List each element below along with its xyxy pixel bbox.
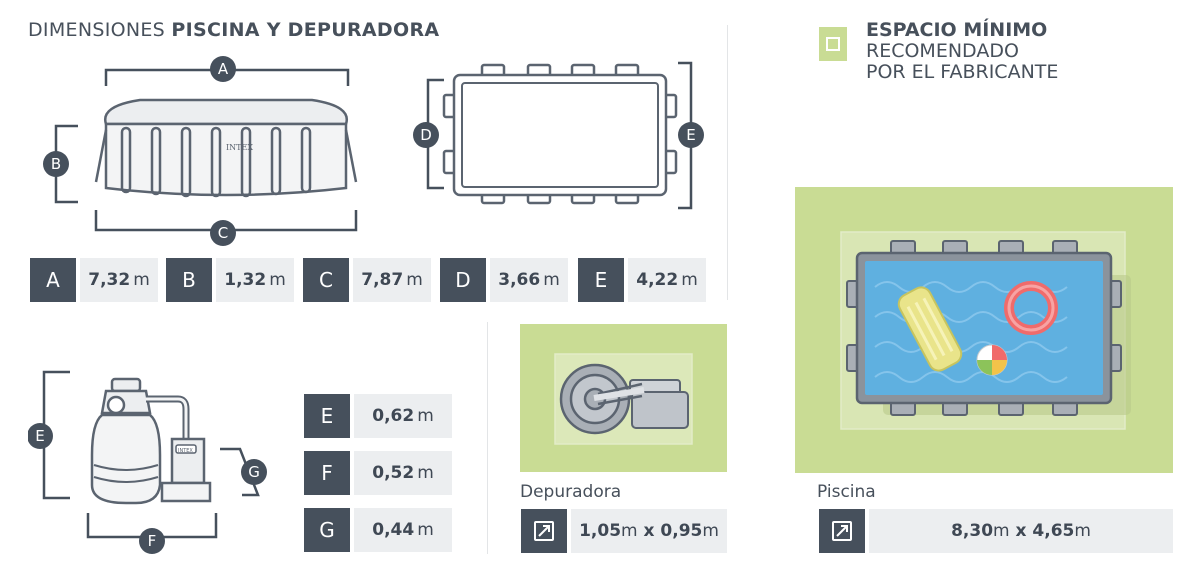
title-bold: PISCINA Y DEPURADORA xyxy=(171,19,440,41)
legend-line-2: RECOMENDADO xyxy=(866,40,1019,62)
resize-diagonal-icon xyxy=(832,521,852,541)
dim-a-letter: A xyxy=(30,258,76,302)
legend-square-icon xyxy=(826,37,840,51)
pool-brand-label: INTEX xyxy=(226,143,253,152)
svg-text:D: D xyxy=(420,126,432,144)
svg-text:A: A xyxy=(218,60,229,78)
marker-filter-g: G xyxy=(241,459,267,485)
svg-text:F: F xyxy=(148,532,157,550)
legend-text: ESPACIO MÍNIMO RECOMENDADO POR EL FABRIC… xyxy=(866,20,1058,83)
title-light: DIMENSIONES xyxy=(28,19,172,41)
svg-text:E: E xyxy=(35,427,44,445)
marker-filter-f: F xyxy=(139,528,165,554)
marker-filter-e: E xyxy=(28,423,53,449)
piscina-space-illustration xyxy=(795,187,1173,473)
resize-diagonal-icon xyxy=(534,521,554,541)
depuradora-space-illustration xyxy=(520,324,727,472)
marker-b: B xyxy=(43,151,69,177)
swim-ring xyxy=(1004,281,1058,335)
marker-a: A xyxy=(210,56,236,82)
marker-e: E xyxy=(678,122,704,148)
separator-bottom xyxy=(487,322,488,554)
dim-filter-f-letter: F xyxy=(304,451,350,495)
dim-b-letter: B xyxy=(166,258,212,302)
filter-brand-label: INTEX xyxy=(178,448,193,454)
pool-top-diagram: D E xyxy=(413,61,704,210)
marker-d: D xyxy=(413,122,439,148)
svg-text:C: C xyxy=(218,224,228,242)
beach-ball xyxy=(976,344,1008,376)
depuradora-caption: Depuradora xyxy=(520,482,622,502)
filter-pump-diagram: E F G INTEX xyxy=(28,370,267,554)
depuradora-resize-cell xyxy=(521,509,567,553)
dim-filter-g-letter: G xyxy=(304,508,350,552)
pool-side-diagram: A B C INTEX xyxy=(43,56,358,246)
piscina-caption: Piscina xyxy=(817,482,876,502)
legend-line-1: ESPACIO MÍNIMO xyxy=(866,19,1048,41)
float-mattress xyxy=(897,286,963,372)
dim-e-letter: E xyxy=(578,258,624,302)
legend-swatch xyxy=(819,27,847,61)
page-title: DIMENSIONES PISCINA Y DEPURADORA xyxy=(28,19,439,41)
svg-text:B: B xyxy=(51,155,61,173)
svg-text:E: E xyxy=(686,126,695,144)
dim-d-letter: D xyxy=(440,258,486,302)
svg-text:G: G xyxy=(248,463,260,481)
dim-filter-e-letter: E xyxy=(304,394,350,438)
dim-c-letter: C xyxy=(303,258,349,302)
legend-line-3: POR EL FABRICANTE xyxy=(866,61,1059,83)
piscina-resize-cell xyxy=(819,509,865,553)
marker-c: C xyxy=(210,220,236,246)
separator-top xyxy=(727,25,728,300)
